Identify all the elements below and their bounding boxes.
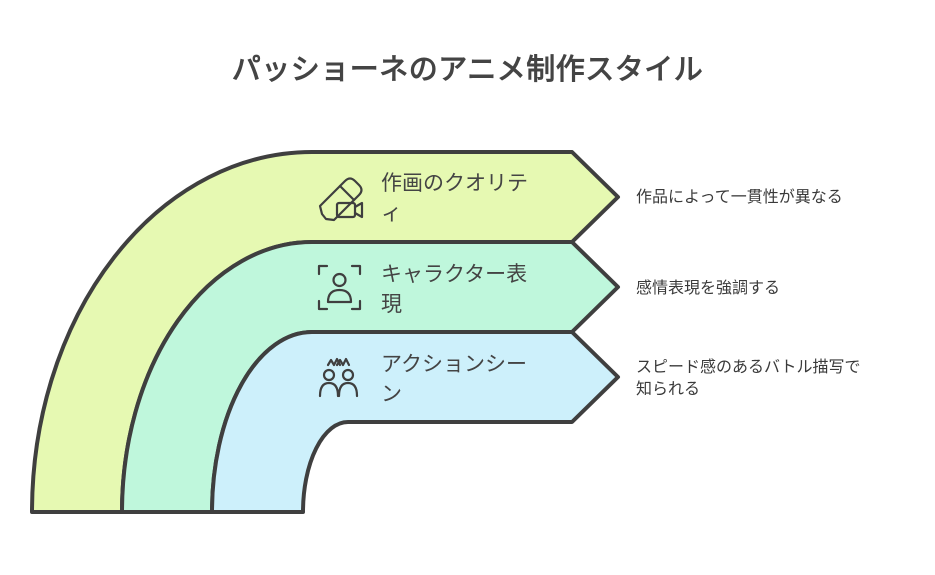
band-label-quality-line1: 作画のクオリテ — [381, 171, 528, 195]
description-action: スピード感のあるバトル描写で 知られる — [636, 356, 860, 400]
description-action-line1: スピード感のあるバトル描写で — [636, 357, 861, 376]
description-action-line2: 知られる — [636, 379, 701, 398]
band-label-character: キャラクター表 現 — [381, 259, 527, 319]
pencil-video-icon — [318, 177, 364, 222]
band-label-quality-line2: ィ — [381, 201, 402, 225]
description-character: 感情表現を強調する — [636, 278, 781, 297]
fighters-icon — [318, 357, 359, 398]
band-label-action: アクションシー ン — [381, 349, 527, 409]
band-label-character-line2: 現 — [381, 292, 402, 316]
diagram-title: パッショーネのアニメ制作スタイル — [231, 52, 704, 86]
band-label-quality: 作画のクオリテ ィ — [381, 168, 528, 228]
band-action — [210, 330, 620, 514]
band-label-action-line2: ン — [381, 382, 402, 406]
person-focus-icon — [317, 264, 362, 311]
band-label-action-line1: アクションシー — [381, 352, 527, 376]
band-label-character-line1: キャラクター表 — [381, 262, 528, 286]
description-quality: 作品によって一貫性が異なる — [636, 187, 843, 206]
